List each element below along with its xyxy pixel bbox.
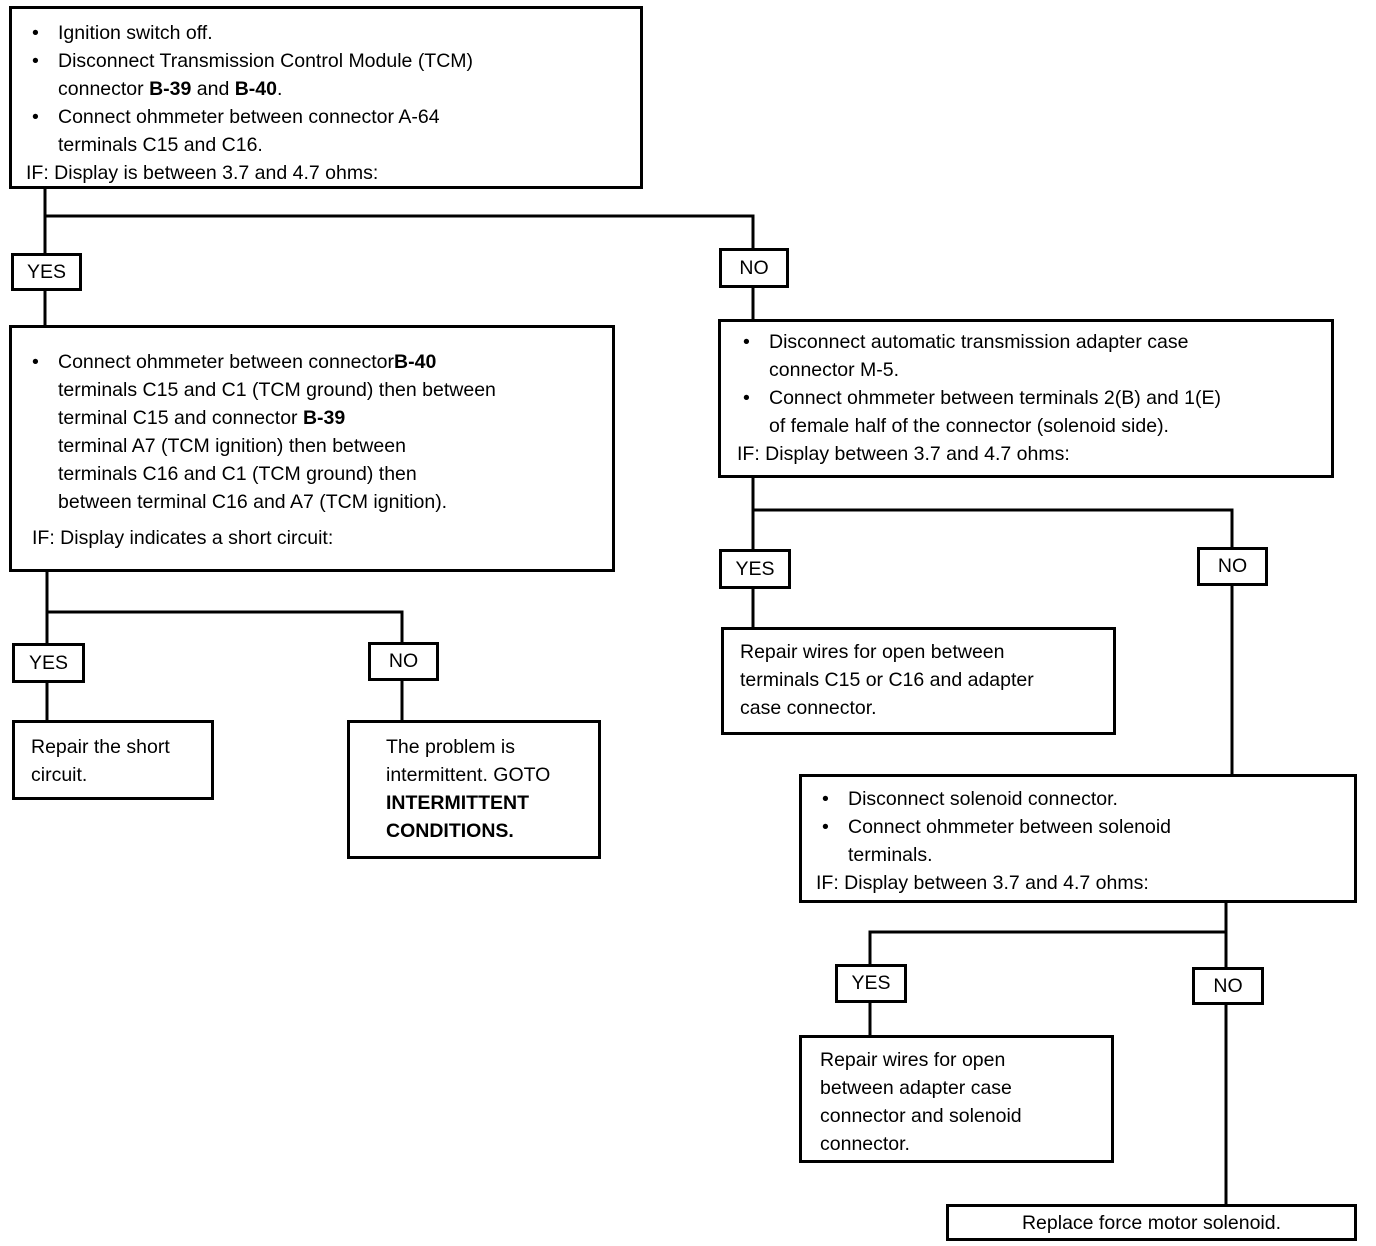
action-box-intermittent: The problem is intermittent. GOTO INTERM… [347,720,601,859]
action-line: Repair wires for open [820,1049,1006,1071]
step-line: Disconnect solenoid connector. [816,785,1346,813]
action-line: case connector. [740,697,877,719]
step-box-ignition-off: Ignition switch off. Disconnect Transmis… [9,6,643,189]
no-label: NO [719,248,789,288]
connector-adapter-split [751,477,1234,548]
no-label: NO [368,642,439,681]
yes-label: YES [11,253,82,291]
step-line: of female half of the connector (solenoi… [769,415,1169,437]
condition-line: IF: Display is between 3.7 and 4.7 ohms: [26,162,379,184]
yes-label: YES [719,549,791,589]
step-line: connector B-39 and B-40. [58,78,283,100]
step-line: terminal A7 (TCM ignition) then between [58,435,406,457]
condition-line: IF: Display between 3.7 and 4.7 ohms: [816,872,1149,894]
action-line: connector and solenoid [820,1105,1022,1127]
step-line: between terminal C16 and A7 (TCM ignitio… [58,491,448,513]
step-line: connector M-5. [769,359,900,381]
yes-label: YES [835,964,907,1003]
step-line: Connect ohmmeter between solenoid [816,813,1346,841]
action-box-repair-short: Repair the short circuit. [12,720,214,800]
action-line: The problem is [386,736,515,758]
step-line: terminals. [848,844,933,866]
action-line: circuit. [31,764,88,786]
step-line: terminals C15 and C16. [58,134,263,156]
step-line: terminals C15 and C1 (TCM ground) then b… [58,379,496,401]
step-line: Connect ohmmeter between terminals 2(B) … [737,384,1323,412]
action-line: terminals C15 or C16 and adapter [740,669,1034,691]
connector-solenoid-split [868,902,1228,965]
action-line: Repair wires for open between [740,641,1005,663]
goto-reference: INTERMITTENT [386,792,529,814]
condition-line: IF: Display indicates a short circuit: [32,527,334,549]
no-label: NO [1192,967,1264,1005]
action-box-replace-solenoid: Replace force motor solenoid. [946,1204,1357,1241]
step-line: Connect ohmmeter between connectorB-40 [26,348,602,376]
step-line: terminals C16 and C1 (TCM ground) then [58,463,417,485]
action-box-repair-open-tcm: Repair wires for open between terminals … [721,627,1116,735]
step-line: Disconnect automatic transmission adapte… [737,328,1323,356]
connector-short-split [45,571,404,642]
action-line: Replace force motor solenoid. [1021,1211,1282,1234]
step-line: Ignition switch off. [26,19,630,47]
connector-start-split [43,188,755,248]
no-label: NO [1197,547,1268,586]
action-line: Repair the short [31,736,170,758]
condition-line: IF: Display between 3.7 and 4.7 ohms: [737,443,1070,465]
step-line: Disconnect Transmission Control Module (… [26,47,630,75]
step-box-short-check: Connect ohmmeter between connectorB-40 t… [9,325,615,572]
step-line: Connect ohmmeter between connector A-64 [26,103,630,131]
step-box-adapter-check: Disconnect automatic transmission adapte… [718,319,1334,478]
action-line: intermittent. GOTO [386,764,551,786]
yes-label: YES [12,643,85,683]
action-line: connector. [820,1133,910,1155]
action-line: between adapter case [820,1077,1012,1099]
step-line: terminal C15 and connector B-39 [58,407,346,429]
action-box-repair-open-adapter: Repair wires for open between adapter ca… [799,1035,1114,1163]
goto-reference: CONDITIONS. [386,820,514,842]
step-box-solenoid-check: Disconnect solenoid connector. Connect o… [799,774,1357,903]
